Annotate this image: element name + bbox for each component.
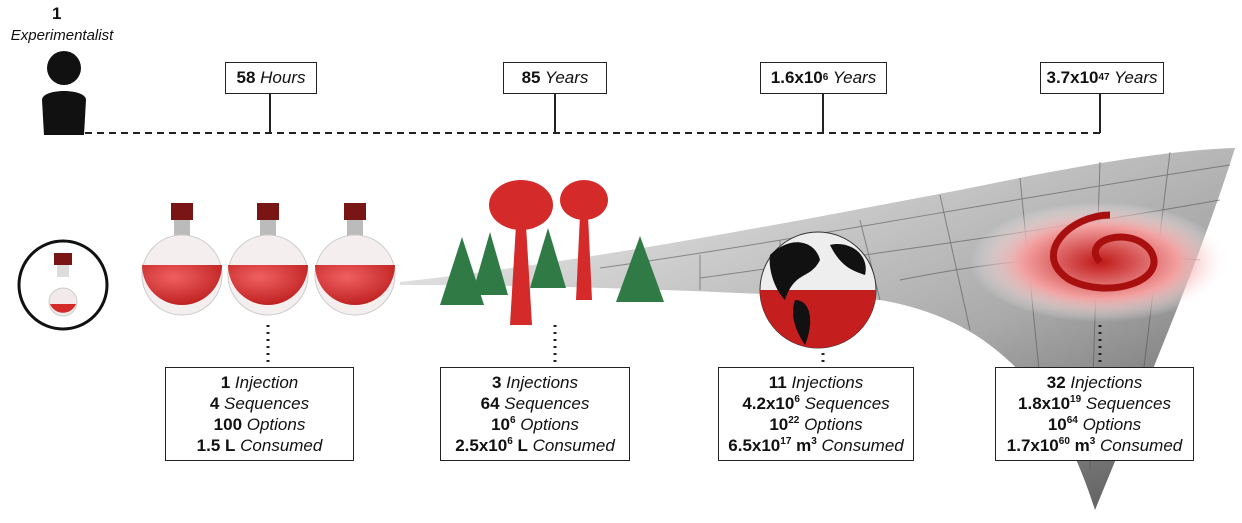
stat-line: 1.5 L Consumed [197,435,323,456]
stat-line: 2.5x106 L Consumed [455,435,615,456]
exponent: 3 [811,436,817,447]
time-box: 58 Hours [225,62,317,94]
value-text: 2.5x10 [455,436,508,455]
value-text: 10 [491,415,511,434]
trees [440,228,664,305]
value-text: m [1069,436,1090,455]
unit-label: Options [799,415,863,434]
value-text: 1.8x10 [1018,394,1071,413]
unit-label: Years [1109,68,1158,87]
unit-label: Consumed [235,436,323,455]
value-text: 32 [1046,373,1066,392]
person-icon [42,51,86,135]
exponent: 60 [1058,436,1070,447]
unit-label: Consumed [527,436,615,455]
stat-line: 1.8x1019 Sequences [1018,393,1171,414]
unit-label: Consumed [816,436,904,455]
stat-line: 1064 Options [1048,414,1141,435]
exponent: 3 [1089,436,1096,447]
stat-line: 4.2x106 Sequences [742,393,889,414]
value-text: 100 [213,415,243,434]
value-text: 11 [768,373,787,392]
unit-label: Injections [786,373,864,392]
stat-line: 32 Injections [1047,372,1142,393]
exponent: 6 [794,394,800,405]
experimentalist-label: Experimentalist [10,27,114,44]
value-text: m [791,436,812,455]
unit-label: Injection [230,373,299,392]
value-text: 10 [1047,415,1067,434]
unit-label: Options [242,415,306,434]
value-text: 6.5x10 [728,436,781,455]
stat-line: 100 Options [214,414,306,435]
unit-label: Options [1077,415,1142,434]
time-box: 85 Years [503,62,607,94]
value-text: 58 [236,68,256,87]
stat-line: 11 Injections [769,372,864,393]
value-text: 1.5 L [196,436,236,455]
exponent: 6 [510,415,516,426]
stat-line: 4 Sequences [210,393,309,414]
value-text: 3 [491,373,502,392]
unit-label: Years [540,68,589,87]
exponent: 19 [1070,394,1082,405]
unit-label: Hours [255,68,306,87]
exponent: 6 [507,436,513,447]
stat-line: 1.7x1060 m3 Consumed [1007,435,1182,456]
unit-label: Sequences [1081,394,1171,413]
value-text: 10 [769,415,789,434]
exponent: 17 [780,436,792,447]
unit-label: Sequences [499,394,590,413]
stat-line: 64 Sequences [481,393,590,414]
unit-label: Sequences [799,394,890,413]
stat-line: 6.5x1017 m3 Consumed [728,435,903,456]
exponent: 64 [1066,415,1078,426]
value-text: 1 [220,373,231,392]
value-text: 64 [480,394,500,413]
stat-line: 1 Injection [221,372,299,393]
galaxy-icon [970,202,1230,322]
unit-label: Consumed [1095,436,1183,455]
globe-icon [759,231,877,349]
stat-line: 106 Options [491,414,579,435]
experimentalist-count: 1 [52,4,62,23]
value-text: 4 [209,394,220,413]
single-flask-icon [17,239,109,331]
value-text: 1.6x10 [770,68,823,87]
value-text: 4.2x10 [742,394,795,413]
value-text: 85 [521,68,541,87]
stat-line: 1022 Options [769,414,862,435]
timeline-ticks [269,93,1101,133]
water-towers [489,180,608,325]
unit-label: Years [828,68,877,87]
unit-label: Injections [501,373,578,392]
value-text: 1.7x10 [1006,436,1059,455]
unit-label: Injections [1065,373,1143,392]
unit-label: Options [515,415,579,434]
exponent: 22 [788,415,800,426]
stat-line: 3 Injections [492,372,578,393]
value-text: L [512,436,528,455]
flasks [141,203,396,316]
unit-label: Sequences [219,394,310,413]
value-text: 3.7x10 [1046,68,1099,87]
